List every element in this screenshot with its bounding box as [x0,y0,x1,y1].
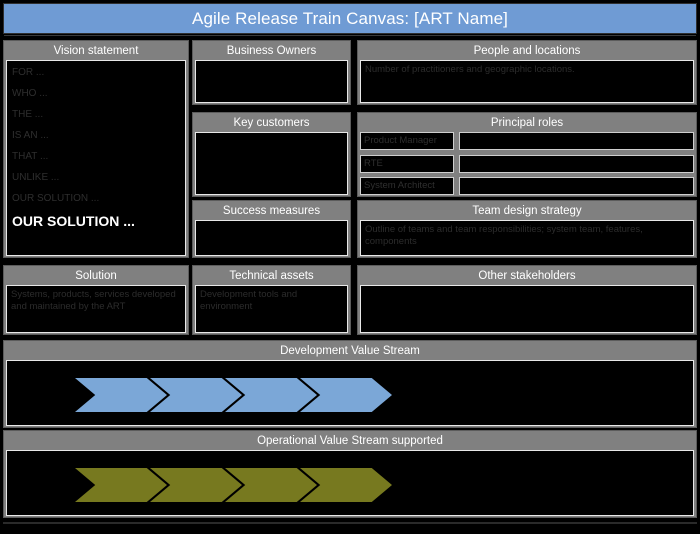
panel-solution[interactable]: Solution Systems, products, services dev… [3,265,189,335]
panel-body-operational-value-stream[interactable] [6,450,694,516]
table-row: System Architect [360,177,694,195]
panel-header-solution: Solution [6,268,186,285]
panel-header-vision-statement: Vision statement [6,43,186,60]
table-row: Product Manager [360,132,694,150]
panel-body-team-design-strategy[interactable]: Outline of teams and team responsibiliti… [360,220,694,256]
panel-technical-assets[interactable]: Technical assets Development tools and e… [192,265,351,335]
panel-other-stakeholders[interactable]: Other stakeholders [357,265,697,335]
role-label-system-architect: System Architect [360,177,454,195]
panel-body-success-measures[interactable] [195,220,348,256]
vision-line-the: THE ... [12,109,44,120]
vision-line-our-solution: OUR SOLUTION ... [12,193,100,204]
panel-header-other-stakeholders: Other stakeholders [360,268,694,285]
panel-header-technical-assets: Technical assets [195,268,348,285]
role-label-rte: RTE [360,154,454,173]
principal-roles-grid: Product Manager RTE System Architect [360,132,694,195]
panel-body-people-and-locations[interactable]: Number of practitioners and geographic l… [360,60,694,103]
chevron-step-icon[interactable] [75,378,167,412]
panel-body-key-customers[interactable] [195,132,348,195]
panel-operational-value-stream[interactable]: Operational Value Stream supported [3,430,697,518]
panel-development-value-stream[interactable]: Development Value Stream [3,340,697,428]
vision-line-is-an: IS AN ... [12,130,49,141]
panel-team-design-strategy[interactable]: Team design strategy Outline of teams an… [357,200,697,258]
panel-body-vision-statement[interactable]: FOR ... WHO ... THE ... IS AN ... THAT .… [6,60,186,256]
page-title: Agile Release Train Canvas: [ART Name] [3,3,697,36]
panel-header-development-value-stream: Development Value Stream [6,343,694,360]
panel-body-business-owners[interactable] [195,60,348,103]
panel-header-people-and-locations: People and locations [360,43,694,60]
panel-header-business-owners: Business Owners [195,43,348,60]
vision-line-who: WHO ... [12,88,48,99]
panel-vision-statement[interactable]: Vision statement FOR ... WHO ... THE ...… [3,40,189,258]
panel-body-technical-assets[interactable]: Development tools and environment [195,285,348,333]
panel-header-principal-roles: Principal roles [360,115,694,132]
panel-body-other-stakeholders[interactable] [360,285,694,333]
bottom-divider [3,522,697,524]
panel-business-owners[interactable]: Business Owners [192,40,351,105]
role-value-system-architect[interactable] [459,177,694,195]
role-value-rte[interactable] [459,154,694,173]
chevron-step-icon[interactable] [75,468,167,502]
role-value-product-manager[interactable] [459,132,694,150]
panel-header-key-customers: Key customers [195,115,348,132]
panel-header-operational-value-stream: Operational Value Stream supported [6,433,694,450]
vision-line-that: THAT ... [12,151,49,162]
table-row: RTE [360,154,694,173]
role-label-product-manager: Product Manager [360,132,454,150]
panel-header-team-design-strategy: Team design strategy [360,203,694,220]
panel-header-success-measures: Success measures [195,203,348,220]
vision-line-for: FOR ... [12,67,45,78]
panel-body-solution[interactable]: Systems, products, services developed an… [6,285,186,333]
operational-value-stream-steps [7,451,693,515]
panel-body-development-value-stream[interactable] [6,360,694,426]
panel-key-customers[interactable]: Key customers [192,112,351,197]
development-value-stream-steps [7,361,693,425]
panel-principal-roles[interactable]: Principal roles Product Manager RTE Syst… [357,112,697,197]
panel-people-and-locations[interactable]: People and locations Number of practitio… [357,40,697,105]
panel-success-measures[interactable]: Success measures [192,200,351,258]
vision-emphasis-our-solution: OUR SOLUTION ... [12,213,135,229]
vision-line-unlike: UNLIKE ... [12,172,60,183]
